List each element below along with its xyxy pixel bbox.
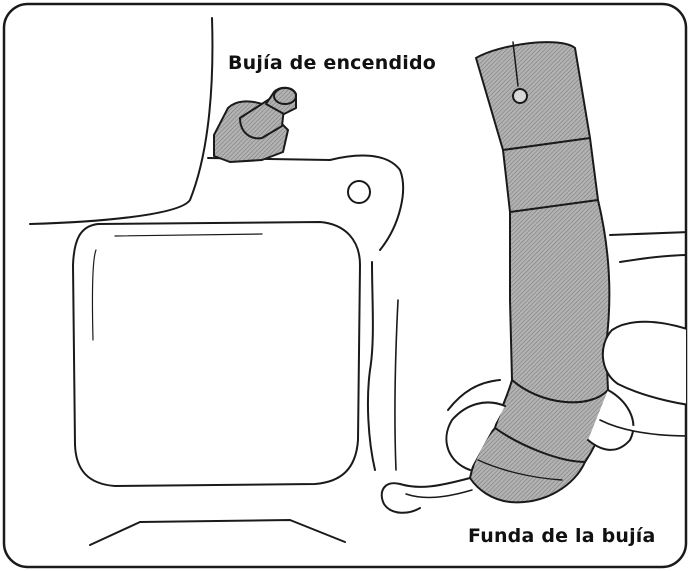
boot-tip	[469, 427, 586, 504]
spark-plug-boot	[380, 41, 611, 514]
engine-housing-outline	[29, 17, 214, 225]
boot-cap-slot	[512, 41, 519, 87]
boot-tube	[509, 199, 611, 404]
ignition-wire-inner	[405, 489, 473, 499]
engine-cover-inner-side	[91, 249, 97, 341]
spark-plug	[213, 86, 297, 163]
boot-cap-hole	[512, 88, 528, 104]
base-line-left	[89, 519, 346, 546]
engine-body-contour-2	[394, 299, 399, 471]
ignition-wire	[380, 477, 471, 514]
hand-finger-lower	[445, 401, 506, 471]
hand-thumb	[587, 389, 635, 451]
boot-tip-ring	[477, 459, 563, 481]
mounting-hole	[347, 180, 371, 204]
hand-palm	[601, 320, 686, 406]
engine-cover-outer	[72, 221, 361, 487]
spark-plug-tip	[273, 87, 297, 105]
hand	[445, 320, 686, 471]
hand-finger-curve	[447, 379, 501, 411]
spark-plug-label: Bujía de encendido	[228, 52, 437, 74]
cylinder-head-ledge	[207, 154, 404, 251]
plug-boot-label: Funda de la bujía	[468, 525, 656, 547]
background-line-2	[619, 254, 686, 263]
hand-knuckle-line	[599, 419, 686, 437]
background-line-1	[609, 231, 686, 236]
engine-body-contour	[366, 261, 376, 471]
engine-cover-inner	[114, 233, 263, 237]
